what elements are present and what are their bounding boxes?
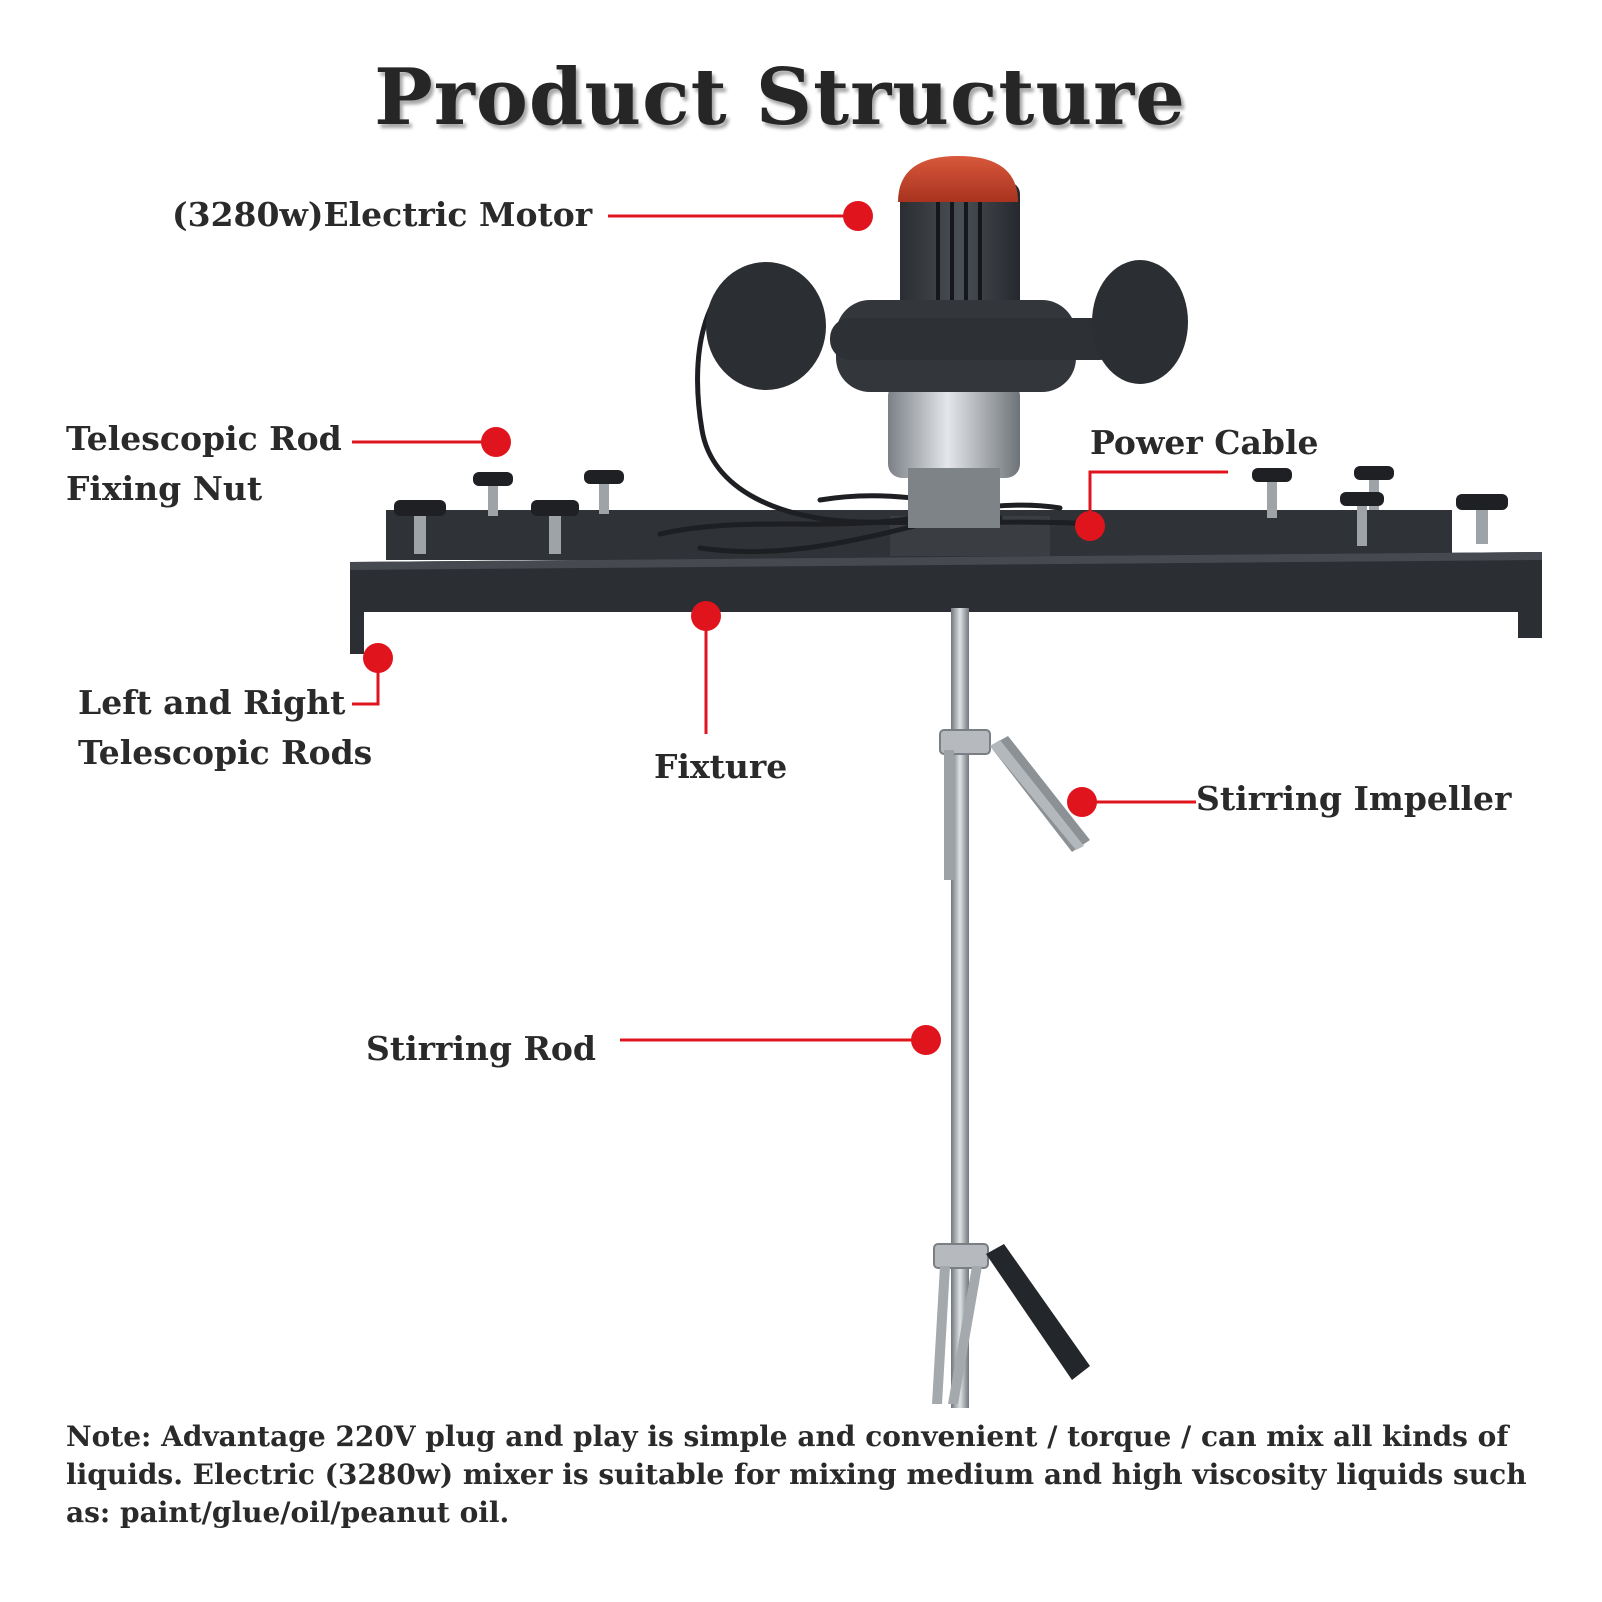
callout-markers	[363, 201, 1105, 1055]
marker-fixing-nut	[481, 427, 511, 457]
label-fixing-nut-line2: Fixing Nut	[66, 469, 263, 508]
stirring-impeller	[939, 729, 1090, 880]
marker-fixture	[691, 601, 721, 631]
label-telescopic-rods-line1: Left and Right	[78, 683, 346, 722]
marker-electric-motor	[843, 201, 873, 231]
marker-stirring-rod	[911, 1025, 941, 1055]
marker-stirring-impeller	[1067, 787, 1097, 817]
electric-motor	[706, 156, 1188, 528]
label-telescopic-rods-line2: Telescopic Rods	[78, 733, 373, 772]
label-power-cable: Power Cable	[1090, 423, 1319, 462]
stirring-rod	[951, 608, 969, 1408]
label-electric-motor: (3280w)Electric Motor	[172, 195, 593, 234]
marker-power-cable	[1075, 511, 1105, 541]
callout-lines	[352, 214, 1228, 1042]
label-fixture: Fixture	[654, 747, 788, 786]
label-stirring-impeller: Stirring Impeller	[1196, 779, 1512, 818]
label-stirring-rod: Stirring Rod	[366, 1029, 596, 1068]
lower-impeller	[932, 1243, 1090, 1404]
page-title: Product Structure	[374, 52, 1186, 143]
fixing-nut-icon-group	[394, 466, 1508, 554]
marker-telescopic-rods	[363, 643, 393, 673]
note-text: Note: Advantage 220V plug and play is si…	[66, 1420, 1527, 1529]
label-fixing-nut-line1: Telescopic Rod	[66, 419, 342, 458]
